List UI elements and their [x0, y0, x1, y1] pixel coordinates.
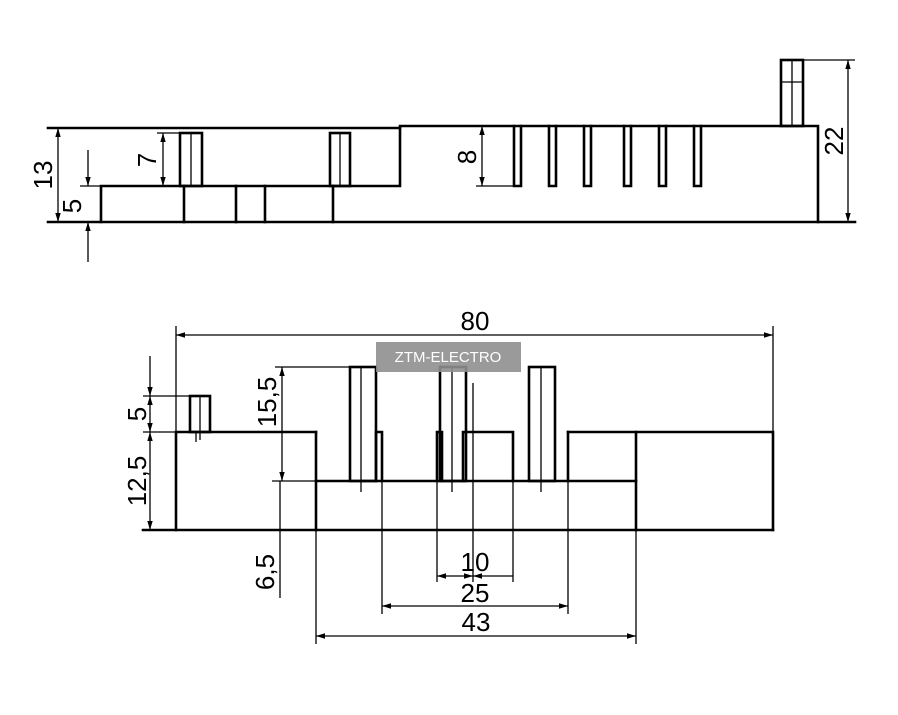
dim-12-5: 12,5: [122, 456, 152, 507]
watermark-text: ZTM-ELECTRO: [395, 349, 502, 366]
dim-25: 25: [461, 578, 490, 608]
dim-5-side: 5: [57, 199, 87, 213]
heatsink-fins: [512, 124, 703, 188]
front-pin-1: [348, 365, 378, 492]
front-terminal-left: [188, 394, 212, 442]
dim-80: 80: [461, 306, 490, 336]
dim-8: 8: [452, 150, 482, 164]
dim-43: 43: [462, 607, 491, 637]
watermark: ZTM-ELECTRO: [376, 342, 521, 372]
front-pin-3: [527, 365, 557, 492]
dim-22: 22: [819, 127, 849, 156]
side-pin-mid: [328, 131, 352, 188]
side-terminal-right: [779, 58, 805, 128]
dim-13: 13: [28, 161, 58, 190]
dim-15-5: 15,5: [252, 377, 282, 428]
dim-5-front: 5: [122, 407, 152, 421]
front-view: 80 5 12,5 15,5 6,5 10 25 43: [122, 306, 775, 644]
side-view: 13 5 7 8 22: [28, 58, 857, 262]
side-pin-left: [178, 131, 204, 188]
dim-7: 7: [132, 153, 162, 167]
dim-10: 10: [461, 547, 490, 577]
dim-6-5: 6,5: [250, 554, 280, 590]
